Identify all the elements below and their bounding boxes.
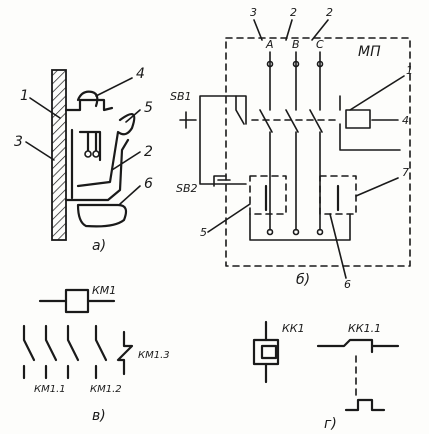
relay-actuator: [344, 398, 386, 412]
housing-side: [64, 138, 130, 202]
lever: [76, 113, 136, 188]
leader-5: [125, 109, 141, 123]
phase-b-label: В: [292, 38, 300, 51]
phase-a-label: А: [265, 38, 274, 51]
contact-pin-1: [84, 150, 92, 158]
out-a: [266, 228, 274, 236]
callout-a-2: 2: [144, 144, 153, 160]
panel-d: КК1 КК1.1 г): [252, 320, 400, 432]
thermal-relay-left: [249, 175, 287, 215]
box-label: МП: [358, 44, 381, 60]
caption-b: б): [296, 272, 310, 288]
callout-b-5: 5: [200, 226, 207, 239]
leader-4: [95, 77, 133, 97]
phase-feeders: [269, 51, 321, 111]
phase-lines: А В С: [259, 38, 324, 236]
self-hold-contact: [235, 95, 245, 125]
coil-km: [345, 109, 371, 129]
phase-outputs: [269, 131, 321, 231]
caption-c: в): [92, 408, 106, 424]
callout-b-6: 6: [344, 278, 351, 291]
out-b: [292, 228, 300, 236]
callout-a-5: 5: [144, 100, 153, 116]
contact-label-km12: КМ1.2: [90, 384, 122, 395]
out-c: [316, 228, 324, 236]
km1-coil: [64, 288, 90, 314]
leader-b-7: [355, 177, 399, 197]
leader-b-6: [329, 213, 347, 279]
bimetal-strips: [264, 184, 340, 212]
callout-b-2b: 2: [326, 6, 333, 19]
top-leaders: [253, 19, 329, 41]
main-contacts: [259, 109, 323, 133]
sb2-button[interactable]: [213, 175, 231, 187]
phase-c-label: С: [316, 38, 324, 51]
callout-b-1: 1: [406, 64, 413, 77]
sb1-button[interactable]: [179, 111, 197, 129]
leader-b-5: [207, 203, 251, 233]
mounting-wall: [51, 69, 67, 241]
control-wiring-left: [199, 95, 247, 185]
starter-boundary: [225, 37, 411, 267]
thermal-link: [249, 213, 351, 241]
callout-b-2a: 2: [290, 6, 297, 19]
contact-block: [78, 130, 102, 162]
contact-1: [22, 324, 36, 380]
relay-element: [252, 338, 280, 366]
contact-4: [94, 324, 108, 380]
caption-d: г): [324, 416, 337, 432]
contact-label-km11: КМ1.1: [34, 384, 66, 395]
contact-label-km13: КМ1.3: [138, 350, 170, 361]
contact-km13: [116, 330, 134, 376]
callout-b-3: 3: [250, 6, 257, 19]
panel-b: МП А В С SB1 SB2: [170, 6, 413, 291]
panel-a: 1 2 3 4 5 6 а): [14, 66, 153, 254]
contact-label-kk11: КК1.1: [348, 322, 381, 335]
callout-a-3: 3: [14, 134, 23, 150]
leader-2: [111, 151, 141, 171]
leader-3: [25, 141, 55, 161]
callout-a-1: 1: [20, 88, 29, 104]
terminal-c: [316, 60, 324, 68]
callout-b-7: 7: [402, 166, 409, 179]
contact-pin-2: [92, 150, 100, 158]
leader-b-1: [349, 75, 405, 111]
leader-1: [29, 97, 61, 119]
contact-2: [44, 324, 58, 380]
control-wiring-right: [339, 95, 401, 151]
sb1-label: SB1: [170, 90, 192, 103]
callout-a-4: 4: [136, 66, 145, 82]
relay-inner: [260, 344, 278, 360]
bottom-cover: [76, 203, 128, 228]
housing-top: [64, 98, 114, 112]
coil-label: КМ1: [92, 284, 116, 297]
panel-c: КМ1 КМ1.1 КМ1.2 КМ1.3 в): [22, 284, 170, 424]
callout-b-4: 4: [402, 114, 409, 127]
callout-a-6: 6: [144, 176, 153, 192]
contact-3: [66, 324, 80, 380]
thermal-relay-right: [319, 175, 357, 215]
sb2-label: SB2: [176, 182, 198, 195]
relay-contact: [316, 338, 400, 354]
upper-hook: [76, 90, 99, 108]
leader-6: [119, 185, 141, 205]
relay-label: КК1: [282, 322, 305, 335]
terminal-b: [292, 60, 300, 68]
caption-a: а): [92, 238, 106, 254]
terminal-a: [266, 60, 274, 68]
